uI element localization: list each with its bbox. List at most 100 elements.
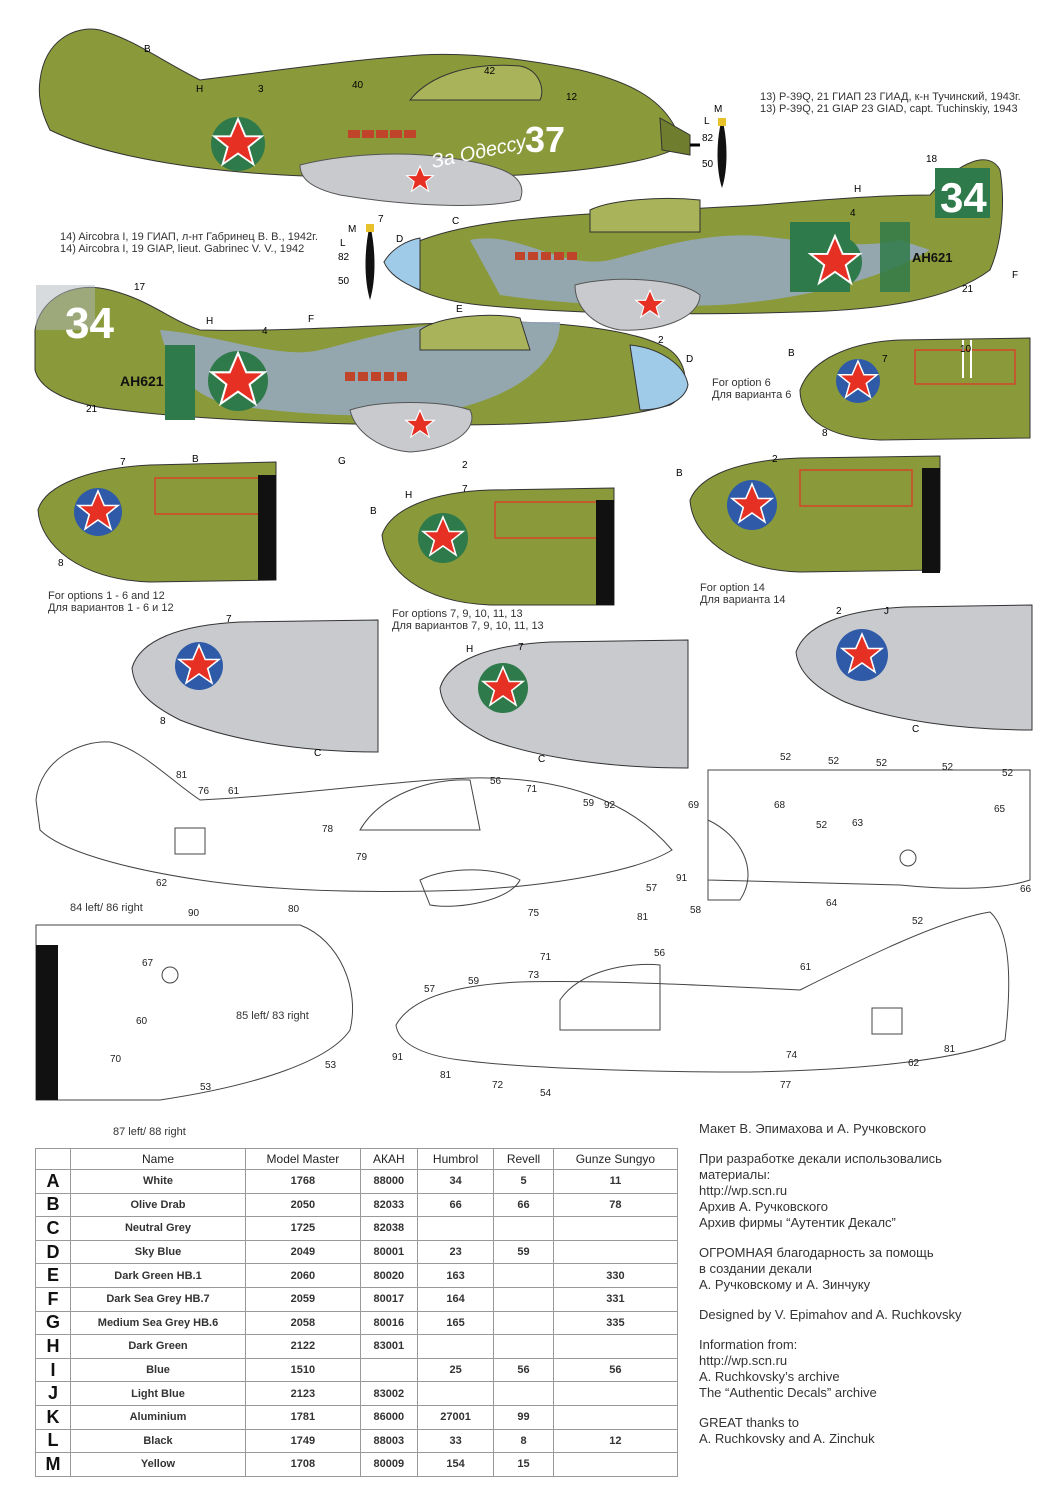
- credit-en-info-4: The “Authentic Decals” archive: [699, 1385, 877, 1400]
- cell-mm: 2058: [245, 1310, 361, 1336]
- nose-detail-options-7-13: B H 7: [370, 484, 615, 606]
- caption-option14-en: For option 14: [700, 582, 765, 594]
- svg-text:C: C: [452, 216, 459, 227]
- cell-humbrol: 23: [416, 1239, 495, 1265]
- nose-detail-options-1-6: B 7 8: [37, 454, 277, 583]
- cell-gunze: 78: [552, 1192, 679, 1218]
- caption-options-7-13-ru: Для вариантов 7, 9, 10, 11, 13: [392, 620, 544, 632]
- cell-gunze: 56: [552, 1357, 679, 1383]
- cell-akan: 80009: [359, 1452, 418, 1477]
- cell-name: Dark Green HB.1: [70, 1263, 246, 1288]
- svg-text:M: M: [714, 104, 722, 115]
- svg-text:7: 7: [378, 214, 384, 225]
- cell-gunze: 335: [552, 1310, 679, 1336]
- underside-detail-1: 7 8 C: [131, 614, 379, 759]
- cell-humbrol: 34: [416, 1169, 495, 1194]
- credit-ru-info-2: материалы:: [699, 1167, 771, 1182]
- cell-revell: 56: [493, 1357, 554, 1383]
- svg-text:82: 82: [702, 133, 714, 144]
- cell-gunze: 331: [552, 1286, 679, 1312]
- svg-text:81: 81: [440, 1070, 452, 1081]
- svg-text:H: H: [466, 644, 473, 655]
- svg-text:62: 62: [156, 878, 168, 889]
- p39-number: 37: [525, 119, 565, 160]
- cell-letter: I: [35, 1357, 71, 1383]
- svg-text:52: 52: [942, 762, 954, 773]
- svg-text:74: 74: [786, 1050, 798, 1061]
- svg-text:52: 52: [912, 916, 924, 927]
- cell-letter: B: [35, 1192, 71, 1218]
- svg-text:64: 64: [826, 898, 838, 909]
- credit-ru-info-4: Архив А. Ручковского: [699, 1199, 828, 1214]
- cell-revell: [493, 1263, 554, 1288]
- credit-ru-info-3: http://wp.scn.ru: [699, 1183, 788, 1198]
- cell-revell: [493, 1310, 554, 1336]
- svg-text:2: 2: [836, 606, 842, 617]
- header-letter: [35, 1148, 71, 1170]
- svg-text:M: M: [348, 224, 356, 235]
- cell-gunze: 12: [552, 1428, 679, 1454]
- cell-revell: 5: [493, 1169, 554, 1194]
- cell-name: Medium Sea Grey HB.6: [70, 1310, 246, 1336]
- svg-text:B: B: [676, 468, 683, 479]
- cell-akan: 82033: [359, 1192, 418, 1218]
- cell-gunze: 11: [552, 1169, 679, 1194]
- cell-name: Light Blue: [70, 1381, 246, 1406]
- svg-text:54: 54: [540, 1088, 552, 1099]
- svg-text:76: 76: [198, 786, 210, 797]
- cell-mm: 1781: [245, 1404, 361, 1430]
- credit-en-info-3: A. Ruchkovsky’s archive: [699, 1369, 840, 1384]
- cell-akan: 80016: [359, 1310, 418, 1336]
- cell-akan: [359, 1357, 418, 1383]
- svg-text:2: 2: [462, 460, 468, 471]
- svg-text:56: 56: [490, 776, 502, 787]
- credit-en-info-1: Information from:: [699, 1337, 798, 1352]
- credit-en-info-2: http://wp.scn.ru: [699, 1353, 788, 1368]
- cell-letter: K: [35, 1404, 71, 1430]
- caption-options-1-6-en: For options 1 - 6 and 12: [48, 590, 165, 602]
- cell-letter: F: [35, 1286, 71, 1312]
- svg-text:69: 69: [688, 800, 700, 811]
- caption-options-1-6-ru: Для вариантов 1 - 6 и 12: [48, 602, 174, 614]
- svg-text:7: 7: [882, 354, 888, 365]
- cell-name: Aluminium: [70, 1404, 246, 1430]
- svg-text:52: 52: [1002, 768, 1014, 779]
- svg-text:H: H: [196, 84, 203, 95]
- cell-revell: 99: [493, 1404, 554, 1430]
- svg-text:C: C: [314, 748, 321, 759]
- svg-text:B: B: [192, 454, 199, 465]
- svg-text:7: 7: [226, 614, 232, 625]
- svg-text:91: 91: [676, 873, 688, 884]
- caption-p39-en: 13) P-39Q, 21 GIAP 23 GIAD, capt. Tuchin…: [760, 103, 1018, 115]
- svg-text:L: L: [340, 238, 346, 249]
- cell-letter: C: [35, 1216, 71, 1241]
- cell-humbrol: 27001: [416, 1404, 495, 1430]
- svg-text:52: 52: [828, 756, 840, 767]
- svg-text:18: 18: [926, 154, 938, 165]
- svg-text:L: L: [704, 116, 710, 127]
- credit-ru-info-1: При разработке декали использовались: [699, 1151, 942, 1166]
- svg-text:92: 92: [604, 800, 616, 811]
- cell-mm: 1708: [245, 1452, 361, 1477]
- caption-aircobra-en: 14) Aircobra I, 19 GIAP, lieut. Gabrinec…: [60, 243, 305, 255]
- svg-text:59: 59: [468, 976, 480, 987]
- cell-akan: 88003: [359, 1428, 418, 1454]
- svg-text:53: 53: [325, 1060, 337, 1071]
- header-akan: АКАН: [359, 1148, 418, 1170]
- table-header-row: Name Model Master АКАН Humbrol Revell Gu…: [35, 1148, 679, 1170]
- credit-ru-thanks-1: ОГРОМНАЯ благодарность за помощь: [699, 1245, 934, 1260]
- svg-text:G: G: [338, 456, 346, 467]
- svg-text:21: 21: [86, 404, 98, 415]
- svg-text:2: 2: [772, 454, 778, 465]
- cell-akan: 83001: [359, 1334, 418, 1359]
- cell-name: Olive Drab: [70, 1192, 246, 1218]
